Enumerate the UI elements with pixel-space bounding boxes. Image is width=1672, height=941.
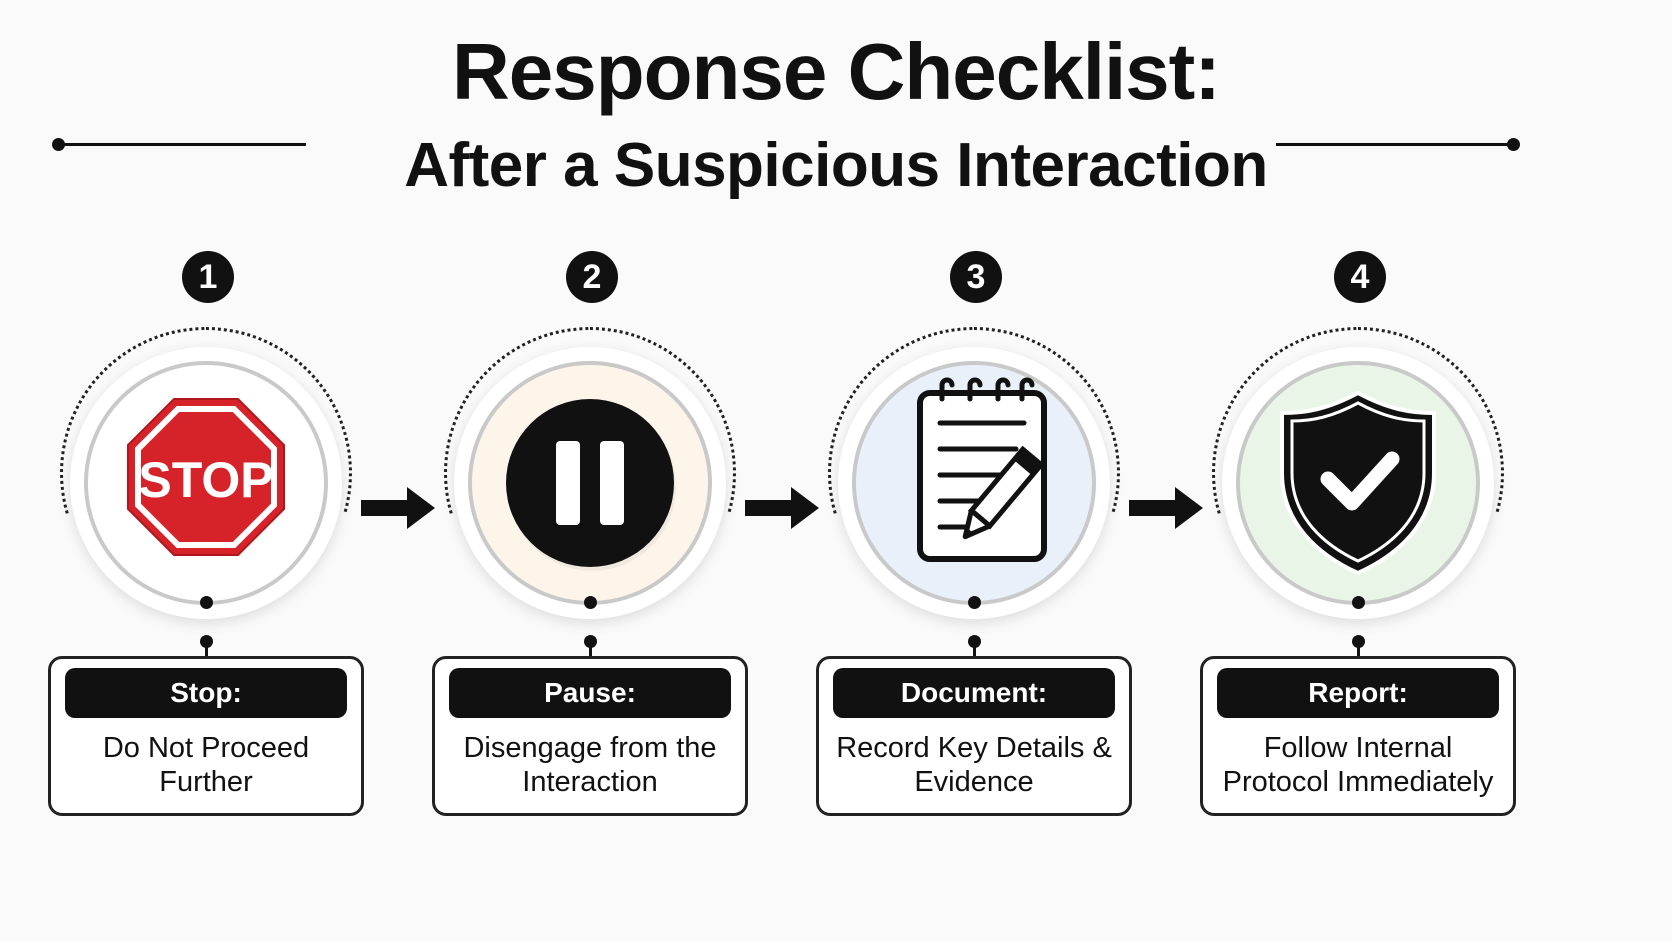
step-description: Record Key Details & Evidence [836, 732, 1112, 798]
arrow-right-icon [1129, 487, 1203, 529]
page-title: Response Checklist: [452, 27, 1221, 116]
step-heading: Report: [1217, 668, 1499, 718]
step-1: 1 STOP Stop: Do Not Proceed Further [46, 240, 366, 880]
stop-sign-icon: STOP [127, 398, 285, 556]
title-rule-right [1276, 143, 1514, 146]
connector-dot-top [968, 596, 981, 609]
title-rule-left [58, 143, 306, 146]
page-subtitle: After a Suspicious Interaction [404, 131, 1268, 200]
step-heading: Stop: [65, 668, 347, 718]
step-number-badge: 4 [1334, 251, 1386, 303]
connector-dot-top [584, 596, 597, 609]
step-description: Follow Internal Protocol Immediately [1222, 732, 1494, 798]
connector-dot-top [200, 596, 213, 609]
step-description: Do Not Proceed Further [102, 732, 310, 798]
step-number-badge: 2 [566, 251, 618, 303]
arrow-right-icon [361, 487, 435, 529]
step-card: Document: Record Key Details & Evidence [816, 656, 1132, 816]
step-number-badge: 3 [950, 251, 1002, 303]
shield-check-icon [1280, 390, 1436, 576]
step-2: 2 Pause: Disengage from the Interaction [430, 240, 750, 880]
connector-dot-top [1352, 596, 1365, 609]
pause-icon [506, 399, 676, 571]
arrow-right-icon [745, 487, 819, 529]
step-card: Report: Follow Internal Protocol Immedia… [1200, 656, 1516, 816]
step-card: Pause: Disengage from the Interaction [432, 656, 748, 816]
step-card: Stop: Do Not Proceed Further [48, 656, 364, 816]
title-rule-left-dot [52, 138, 65, 151]
connector-dot-bottom [200, 635, 213, 648]
step-heading: Document: [833, 668, 1115, 718]
step-heading: Pause: [449, 668, 731, 718]
step-description: Disengage from the Interaction [463, 732, 717, 798]
title-rule-right-dot [1507, 138, 1520, 151]
step-number-badge: 1 [182, 251, 234, 303]
connector-dot-bottom [968, 635, 981, 648]
stop-sign-text: STOP [138, 452, 273, 508]
step-3: 3 Document: Record Key Details & Eviden [814, 240, 1134, 880]
connector-dot-bottom [584, 635, 597, 648]
connector-dot-bottom [1352, 635, 1365, 648]
step-4: 4 Report: Follow Internal Protocol Immed… [1198, 240, 1518, 880]
notepad-pencil-icon [917, 377, 1047, 562]
